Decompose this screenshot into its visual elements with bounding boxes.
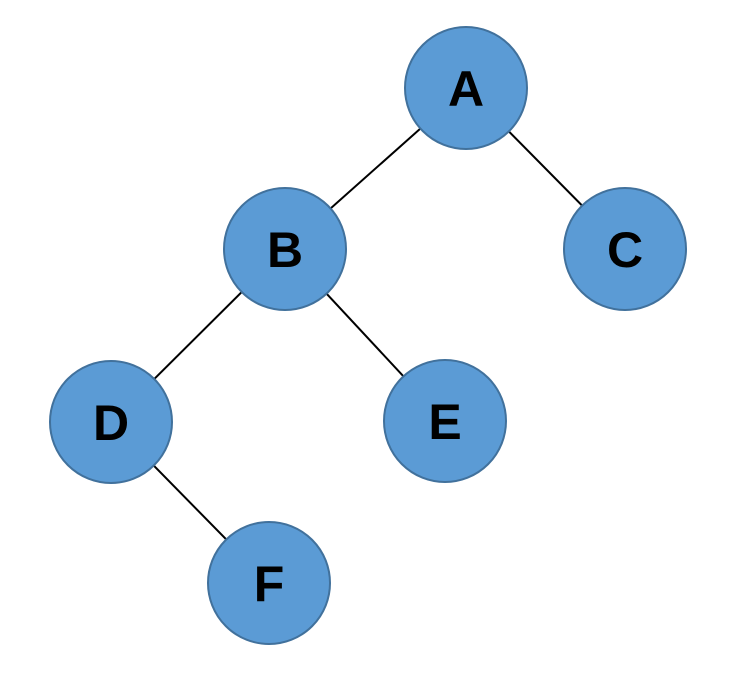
node-circle-A xyxy=(404,26,528,150)
node-label-D: D xyxy=(93,395,129,451)
node-circle-D xyxy=(49,360,173,484)
node-label-B: B xyxy=(267,222,303,278)
node-F: F xyxy=(207,521,331,645)
node-label-E: E xyxy=(428,394,461,450)
node-label-C: C xyxy=(607,222,643,278)
node-D: D xyxy=(49,360,173,484)
node-circle-F xyxy=(207,521,331,645)
node-label-A: A xyxy=(448,61,484,117)
node-A: A xyxy=(404,26,528,150)
node-circle-B xyxy=(223,187,347,311)
node-C: C xyxy=(563,187,687,311)
node-circle-C xyxy=(563,187,687,311)
node-circle-E xyxy=(383,359,507,483)
node-label-F: F xyxy=(254,556,285,612)
node-B: B xyxy=(223,187,347,311)
node-E: E xyxy=(383,359,507,483)
